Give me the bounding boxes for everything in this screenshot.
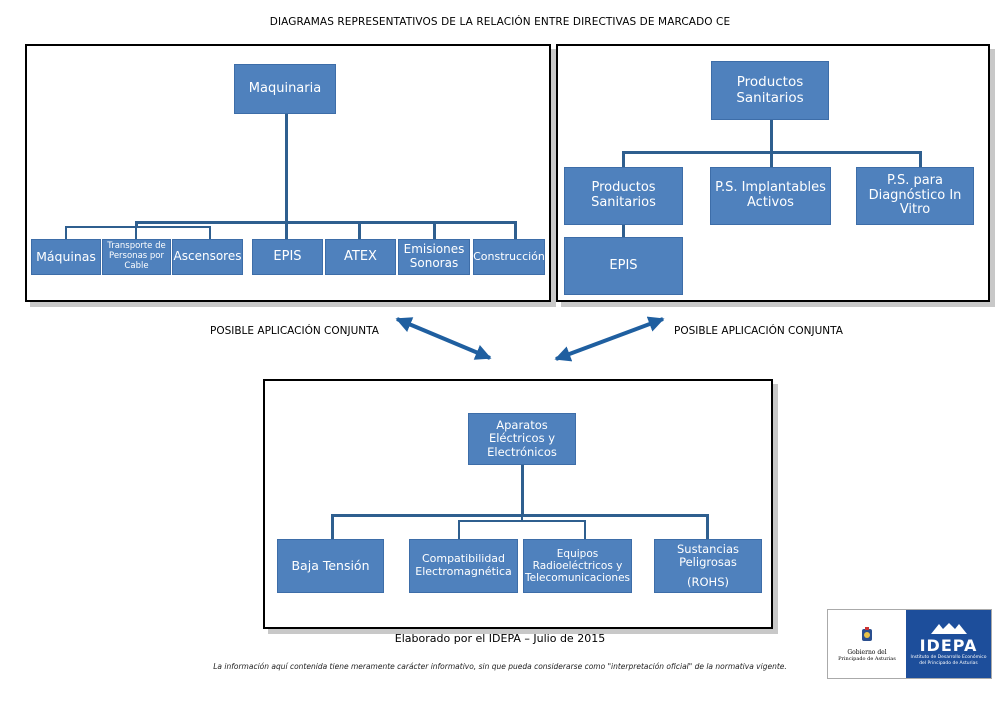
node-sanitarios-root: Productos Sanitarios bbox=[711, 61, 829, 120]
idepa-logo: Gobierno del Principado de Asturias IDEP… bbox=[827, 609, 992, 679]
node-ps-implantables-activos: P.S. Implantables Activos bbox=[710, 167, 831, 225]
node-ps-diagnostico-in-vitro: P.S. para Diagnóstico In Vitro bbox=[856, 167, 974, 225]
connector bbox=[209, 226, 211, 239]
connector bbox=[135, 221, 138, 227]
connector bbox=[770, 120, 773, 152]
gov-line2: Principado de Asturias bbox=[838, 655, 896, 662]
connector bbox=[135, 226, 137, 239]
arrow-left bbox=[395, 317, 492, 360]
connector bbox=[521, 515, 523, 521]
node-compatibilidad-electromagnetica: Compatibilidad Electromagnética bbox=[409, 539, 518, 593]
connector bbox=[919, 151, 922, 167]
node-equipos-radioelectricos: Equipos Radioeléctricos y Telecomunicaci… bbox=[523, 539, 632, 593]
connector bbox=[65, 226, 67, 239]
node-sustancias-peligrosas: Sustancias Peligrosas (ROHS) bbox=[654, 539, 762, 593]
coat-of-arms-icon bbox=[862, 626, 872, 641]
connector bbox=[358, 221, 361, 241]
node-electricos-root: Aparatos Eléctricos y Electrónicos bbox=[468, 413, 576, 465]
connector bbox=[584, 520, 586, 539]
label-posible-aplicacion-right: POSIBLE APLICACIÓN CONJUNTA bbox=[674, 325, 843, 337]
panel-electricos: Aparatos Eléctricos y Electrónicos Baja … bbox=[263, 379, 773, 629]
connector bbox=[514, 221, 517, 241]
arrow-right bbox=[554, 316, 665, 362]
sustancias-peligrosas-label: Sustancias Peligrosas bbox=[677, 542, 739, 570]
brand-subtitle: Instituto de Desarrollo Económico del Pr… bbox=[910, 655, 987, 666]
connector bbox=[770, 151, 773, 167]
node-ascensores: Ascensores bbox=[172, 239, 243, 275]
label-posible-aplicacion-left: POSIBLE APLICACIÓN CONJUNTA bbox=[210, 325, 379, 337]
connector bbox=[285, 114, 288, 222]
connector bbox=[135, 221, 516, 224]
connector bbox=[331, 514, 334, 539]
connector bbox=[458, 520, 586, 522]
node-construccion: Construcción bbox=[473, 239, 545, 275]
node-sanitarios-epis: EPIS bbox=[564, 237, 683, 295]
credit-line: Elaborado por el IDEPA – Julio de 2015 bbox=[394, 632, 606, 645]
idepa-mark-icon bbox=[930, 623, 967, 635]
node-transporte-cable: Transporte de Personas por Cable bbox=[102, 239, 171, 275]
node-maquinas: Máquinas bbox=[31, 239, 101, 275]
node-epis: EPIS bbox=[252, 239, 323, 275]
connector bbox=[433, 221, 436, 241]
connector bbox=[622, 225, 625, 239]
government-logo: Gobierno del Principado de Asturias bbox=[828, 610, 906, 678]
node-baja-tension: Baja Tensión bbox=[277, 539, 384, 593]
connector bbox=[458, 520, 460, 539]
panel-maquinaria: Maquinaria Máquinas Transporte de Person… bbox=[25, 44, 551, 302]
page-title: DIAGRAMAS REPRESENTATIVOS DE LA RELACIÓN… bbox=[269, 16, 731, 28]
node-atex: ATEX bbox=[325, 239, 396, 275]
connector bbox=[285, 221, 288, 241]
node-maquinaria-root: Maquinaria bbox=[234, 64, 336, 114]
connector bbox=[331, 514, 708, 517]
connector bbox=[65, 226, 211, 228]
connector bbox=[622, 151, 625, 167]
rohs-label: (ROHS) bbox=[687, 574, 729, 589]
node-productos-sanitarios: Productos Sanitarios bbox=[564, 167, 683, 225]
disclaimer: La información aquí contenida tiene mera… bbox=[213, 662, 787, 671]
panel-sanitarios: Productos Sanitarios Productos Sanitario… bbox=[556, 44, 990, 302]
node-emisiones-sonoras: Emisiones Sonoras bbox=[398, 239, 470, 275]
gov-line1: Gobierno del bbox=[847, 648, 887, 656]
connector bbox=[521, 465, 524, 515]
connector bbox=[706, 514, 709, 539]
idepa-brand: IDEPA Instituto de Desarrollo Económico … bbox=[906, 610, 991, 678]
brand-name: IDEPA bbox=[919, 636, 978, 656]
